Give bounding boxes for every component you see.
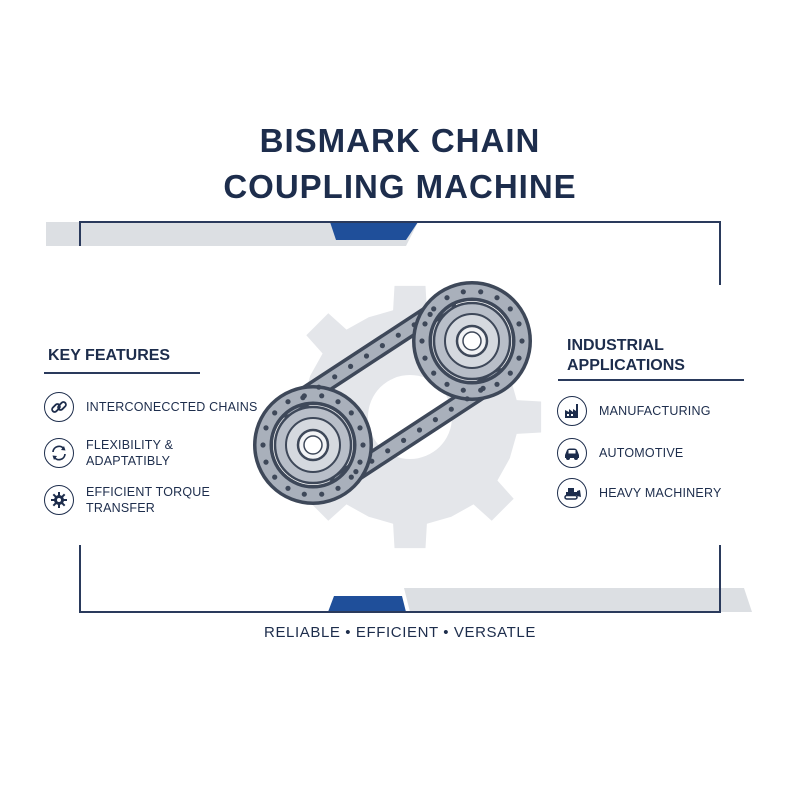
chain-pin bbox=[385, 448, 391, 454]
chain-pin bbox=[285, 399, 291, 405]
chain-pin bbox=[260, 442, 266, 448]
key-features-heading: KEY FEATURES bbox=[48, 347, 171, 364]
chain-pin bbox=[444, 295, 450, 301]
application-label: MANUFACTURING bbox=[599, 404, 711, 418]
chain-pin bbox=[516, 355, 522, 361]
chain-pin bbox=[401, 437, 407, 443]
application-label: AUTOMOTIVE bbox=[599, 446, 684, 460]
chain-pin bbox=[395, 332, 401, 338]
industrial-applications-heading: INDUSTRIAL APPLICATIONS bbox=[567, 336, 757, 376]
feature-label: FLEXIBILITY & ADAPTATIBLY bbox=[86, 437, 173, 469]
page-title: BISMARK CHAIN COUPLING MACHINE bbox=[0, 118, 800, 210]
chain-pin bbox=[319, 393, 325, 399]
apps-heading-line-2: APPLICATIONS bbox=[567, 357, 685, 374]
bottom-frame-line bbox=[79, 545, 721, 613]
chain-pin bbox=[480, 385, 486, 391]
chain-pin bbox=[285, 485, 291, 491]
chain-pin bbox=[357, 425, 363, 431]
factory-icon bbox=[557, 396, 587, 426]
top-accent-tab bbox=[330, 222, 418, 240]
chain-pin bbox=[360, 442, 366, 448]
chain-pin bbox=[419, 338, 425, 344]
chain-pin bbox=[348, 474, 354, 480]
chain-pin bbox=[460, 289, 466, 295]
chain-pin bbox=[335, 485, 341, 491]
left-sprocket bbox=[273, 405, 353, 485]
application-item-manufacturing: MANUFACTURING bbox=[557, 396, 711, 426]
feature-item-flexibility: FLEXIBILITY & ADAPTATIBLY bbox=[44, 437, 173, 469]
chain-pin bbox=[516, 321, 522, 327]
chain-link-icon bbox=[44, 392, 74, 422]
chain-pin bbox=[494, 295, 500, 301]
application-item-heavy-machinery: HEAVY MACHINERY bbox=[557, 478, 721, 508]
chain-pin bbox=[319, 491, 325, 497]
chain-pin bbox=[301, 491, 307, 497]
chain-pin bbox=[369, 458, 375, 464]
feature-item-interconnected-chains: INTERCONECCTED CHAINS bbox=[44, 392, 258, 422]
chain-pin bbox=[272, 410, 278, 416]
application-label: HEAVY MACHINERY bbox=[599, 486, 722, 500]
chain-pin bbox=[427, 311, 433, 317]
chain-pin bbox=[432, 417, 438, 423]
right-sprocket bbox=[432, 301, 512, 381]
chain-pin bbox=[416, 427, 423, 433]
chain-pin bbox=[519, 338, 525, 344]
feature-label-line-1: FLEXIBILITY & bbox=[86, 438, 174, 452]
chain-pin bbox=[411, 322, 417, 328]
chain-pin bbox=[507, 370, 513, 376]
chain-pin bbox=[444, 381, 450, 387]
title-line-1: BISMARK CHAIN bbox=[259, 122, 541, 159]
car-icon bbox=[557, 438, 587, 468]
chain-pin bbox=[263, 425, 269, 431]
chain-pin bbox=[353, 469, 359, 475]
chain-pin bbox=[348, 363, 354, 369]
chain-pin bbox=[422, 321, 428, 327]
chain-pin bbox=[494, 381, 500, 387]
industrial-applications-rule bbox=[558, 379, 744, 381]
feature-label-line-2: TRANSFER bbox=[86, 501, 155, 515]
chain-pin bbox=[363, 353, 370, 359]
chain-pin bbox=[316, 384, 322, 390]
feature-item-torque: EFFICIENT TORQUE TRANSFER bbox=[44, 484, 210, 516]
feature-label: INTERCONECCTED CHAINS bbox=[86, 399, 258, 415]
bottom-gray-band bbox=[404, 588, 752, 612]
top-frame-line bbox=[79, 221, 721, 285]
chain-pin bbox=[300, 395, 306, 401]
chain-pin bbox=[379, 343, 385, 349]
chain-pin bbox=[348, 410, 354, 416]
feature-label-line-2: ADAPTATIBLY bbox=[86, 454, 171, 468]
key-features-rule bbox=[44, 372, 200, 374]
chain-pin bbox=[335, 399, 341, 405]
chain-pin bbox=[332, 374, 338, 380]
feature-label-line-1: EFFICIENT TORQUE bbox=[86, 485, 211, 499]
bottom-accent-tab bbox=[328, 596, 406, 612]
top-gray-band bbox=[46, 222, 418, 246]
bulldozer-icon bbox=[557, 478, 587, 508]
apps-heading-line-1: INDUSTRIAL bbox=[567, 337, 664, 354]
chain-pin bbox=[464, 396, 470, 402]
chain-pin bbox=[422, 355, 428, 361]
chain-pin bbox=[431, 370, 437, 376]
feature-label: EFFICIENT TORQUE TRANSFER bbox=[86, 484, 210, 516]
title-line-2: COUPLING MACHINE bbox=[223, 168, 577, 205]
chain-pin bbox=[448, 406, 454, 412]
chain-pin bbox=[272, 474, 278, 480]
chain-pin bbox=[357, 459, 363, 465]
chain-pin bbox=[263, 459, 269, 465]
chain-pin bbox=[460, 387, 466, 393]
chain-pin bbox=[431, 306, 437, 312]
feature-label-line-1: INTERCONECCTED CHAINS bbox=[86, 400, 258, 414]
gear-arrows-icon bbox=[44, 485, 74, 515]
tagline: RELIABLE • EFFICIENT • VERSATLE bbox=[264, 624, 536, 641]
chain-pin bbox=[507, 306, 513, 312]
application-item-automotive: AUTOMOTIVE bbox=[557, 438, 683, 468]
chain-loop bbox=[253, 281, 532, 505]
chain-pin bbox=[478, 289, 484, 295]
cycle-arrows-icon bbox=[44, 438, 74, 468]
